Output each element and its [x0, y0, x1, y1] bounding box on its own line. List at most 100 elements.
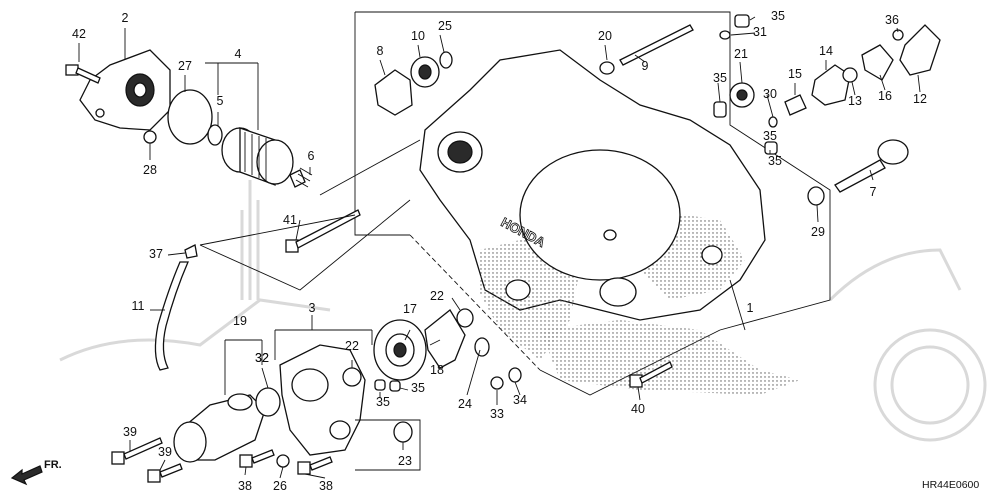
callout-18: 18: [430, 363, 444, 377]
bolt-40: [629, 361, 673, 388]
filter-spring: [289, 167, 313, 188]
watermark: [59, 180, 987, 442]
callout-28: 28: [143, 163, 157, 177]
bolt-38-right: [297, 456, 333, 475]
washer-20: [599, 61, 615, 75]
callout-23: 23: [398, 454, 412, 468]
callout-39: 39: [123, 425, 137, 439]
callout-35: 35: [713, 71, 727, 85]
right-crankcase-cover: HONDA: [419, 49, 800, 395]
callout-38: 38: [238, 479, 252, 493]
callout-24: 24: [458, 397, 472, 411]
callout-16: 16: [878, 89, 892, 103]
callout-11: 11: [132, 299, 145, 313]
o-ring-25: [439, 51, 453, 69]
washer-24: [474, 337, 490, 357]
washer-30: [768, 116, 778, 128]
callout-numbers: 1234567891011121314151617181920212223242…: [72, 9, 927, 493]
callout-7: 7: [870, 185, 877, 199]
washer-22-upper: [456, 308, 474, 328]
callout-35: 35: [411, 381, 425, 395]
callout-20: 20: [598, 29, 612, 43]
callout-19: 19: [233, 314, 247, 328]
washer-34: [508, 367, 522, 383]
leader-lines: [78, 16, 921, 479]
shaft-9: [619, 24, 694, 66]
callout-15: 15: [788, 67, 802, 81]
callout-2: 2: [122, 11, 129, 25]
callout-3: 3: [309, 301, 316, 315]
callout-25: 25: [438, 19, 452, 33]
callout-10: 10: [411, 29, 425, 43]
part-16: [861, 44, 894, 81]
part-14: [811, 64, 851, 106]
part-12: [899, 24, 941, 76]
callout-34: 34: [513, 393, 527, 407]
dipstick-7: [834, 139, 909, 193]
callout-39: 39: [158, 445, 172, 459]
callout-22: 22: [430, 289, 444, 303]
front-direction-arrow: FR.: [10, 459, 62, 486]
assembly-frame: [354, 11, 831, 396]
bolt-39-lower: [147, 463, 183, 483]
washer-22-lower: [342, 367, 362, 387]
washer-23: [393, 421, 413, 443]
callout-41: 41: [283, 213, 297, 227]
callout-29: 29: [811, 225, 825, 239]
nut-33: [490, 376, 504, 390]
o-ring-13: [842, 67, 858, 83]
svg-text:FR.: FR.: [44, 459, 62, 471]
callout-30: 30: [763, 87, 777, 101]
callout-1: 1: [747, 301, 754, 315]
callout-37: 37: [149, 247, 163, 261]
pin-36: [892, 29, 904, 41]
callout-22: 22: [345, 339, 359, 353]
callout-8: 8: [377, 44, 384, 58]
o-ring-32: [255, 387, 281, 417]
callout-35: 35: [771, 9, 785, 23]
callout-35: 35: [763, 129, 777, 143]
part-10: [410, 56, 440, 88]
callout-4: 4: [235, 47, 242, 61]
gear-18: [424, 309, 466, 369]
callout-9: 9: [642, 59, 649, 73]
callout-26: 26: [273, 479, 287, 493]
callout-17: 17: [403, 302, 417, 316]
callout-35: 35: [376, 395, 390, 409]
bolt-41: [285, 209, 361, 253]
callout-12: 12: [913, 92, 927, 106]
diagram-code: HR44E0600: [922, 479, 979, 491]
callout-36: 36: [885, 13, 899, 27]
o-ring-27: [167, 89, 213, 145]
washer-28: [143, 130, 157, 144]
callout-27: 27: [178, 59, 192, 73]
washer-31: [719, 30, 731, 40]
callout-33: 33: [490, 407, 504, 421]
bearing-21: [729, 82, 755, 108]
dowels-35-lower: [374, 379, 401, 392]
oil-filter-cover: [79, 49, 171, 131]
o-ring-29: [807, 186, 825, 206]
gear-17: [373, 319, 427, 381]
callout-38: 38: [319, 479, 333, 493]
bolt-42: [65, 64, 101, 84]
dowel-35-mid: [764, 141, 778, 155]
callout-40: 40: [631, 402, 645, 416]
bolt-38-left: [239, 449, 275, 468]
callout-42: 42: [72, 27, 86, 41]
part-8: [374, 69, 413, 116]
callout-21: 21: [734, 47, 748, 61]
washer-26: [276, 454, 290, 468]
callout-31: 31: [753, 25, 767, 39]
clip-37: [184, 244, 198, 259]
callout-13: 13: [848, 94, 862, 108]
starter-motor-19: [173, 393, 266, 463]
dowel-35-right: [713, 101, 727, 118]
callout-5: 5: [217, 94, 224, 108]
dowel-35-top: [734, 14, 750, 28]
callout-35: 35: [768, 154, 782, 168]
oil-filter-element: [221, 127, 294, 186]
bolt-39-upper: [111, 437, 163, 465]
o-ring-5: [207, 124, 223, 146]
